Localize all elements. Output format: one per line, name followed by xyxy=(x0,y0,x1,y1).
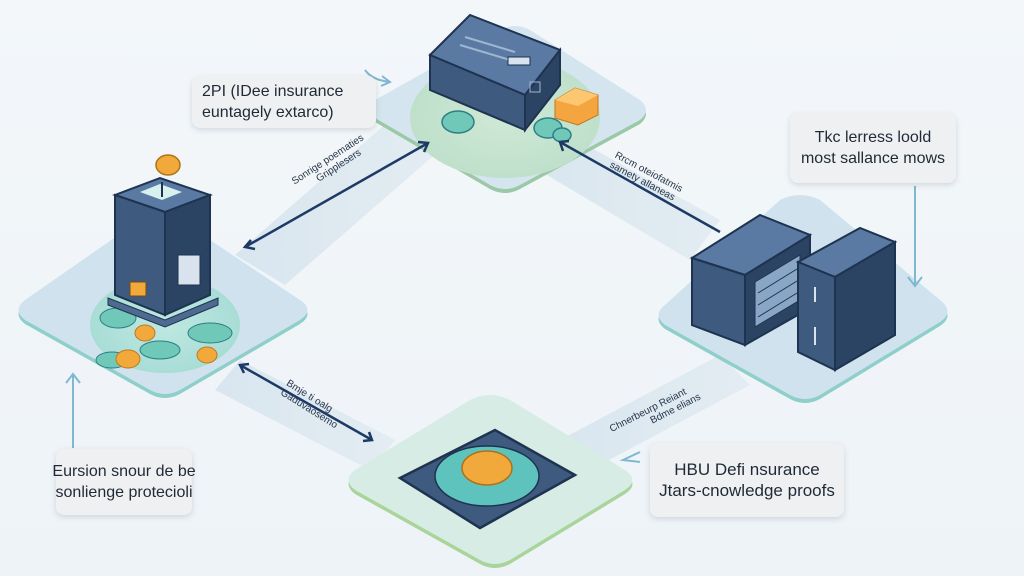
connector-bands xyxy=(215,120,750,470)
arrow-left-to-bottom xyxy=(238,362,374,443)
token-icon xyxy=(441,110,475,134)
callout-top-left: 2PI (IDee insurance euntagely extarco) xyxy=(192,76,376,128)
callout-top-right: Tkc lerress loold most sallance mows xyxy=(790,113,956,183)
band-bottom-right xyxy=(560,355,750,470)
gold-block-icon xyxy=(554,87,599,126)
pointer-top-left xyxy=(364,69,391,83)
platform-right xyxy=(658,195,948,403)
vault-tower-icon xyxy=(107,154,219,328)
callout-bottom-left: Eursion snour de be sonlienge protecioli xyxy=(52,449,196,515)
server-tower-icon xyxy=(795,226,898,372)
callout-line: euntagely extarco) xyxy=(202,104,334,121)
arrow-left-to-top xyxy=(242,140,430,251)
gold-coin-icon xyxy=(461,450,513,486)
band-bottom-left xyxy=(215,360,395,470)
callout-bottom-right: HBU Defi nsurance Jtars-cnowledge proofs xyxy=(650,443,844,517)
gold-coin-icon xyxy=(155,154,181,176)
callout-line: Tkc lerress loold xyxy=(814,129,932,146)
band-top-left xyxy=(235,120,440,285)
gold-coin-icon xyxy=(196,346,218,364)
coin-tray-icon xyxy=(397,428,578,530)
callout-line: 2PI (IDee insurance xyxy=(202,83,344,100)
platform-bottom xyxy=(348,395,633,568)
token-pile-icon xyxy=(95,307,233,369)
storage-cabinet-icon xyxy=(689,213,813,347)
server-box-icon xyxy=(428,13,562,133)
gold-coin-icon xyxy=(115,349,141,369)
arrow-right-to-top xyxy=(558,139,721,234)
callout-line: sonlienge protecioli xyxy=(55,484,193,501)
gold-coin-icon xyxy=(134,324,156,342)
callout-line: Jtars-cnowledge proofs xyxy=(659,481,835,500)
callout-pointers xyxy=(65,69,923,463)
platform-left xyxy=(18,154,308,398)
band-top-right xyxy=(530,130,720,260)
callout-line: Eursion snour de be xyxy=(52,463,196,480)
callout-line: HBU Defi nsurance xyxy=(674,460,820,479)
pointer-bottom-right xyxy=(619,451,641,463)
flow-arrows xyxy=(238,139,721,443)
callout-line: most sallance mows xyxy=(800,150,946,167)
